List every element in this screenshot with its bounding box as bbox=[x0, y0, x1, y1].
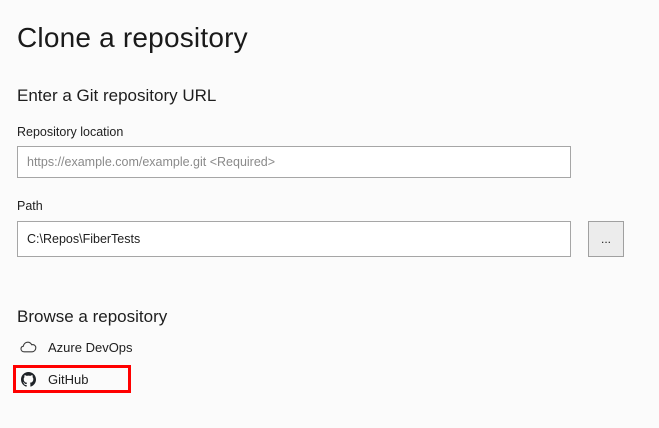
browse-path-button[interactable]: ... bbox=[588, 221, 624, 257]
url-section-heading: Enter a Git repository URL bbox=[17, 86, 217, 105]
browse-item-label: Azure DevOps bbox=[48, 339, 133, 355]
browse-section-heading: Browse a repository bbox=[17, 307, 168, 326]
browse-item-azure-devops[interactable]: Azure DevOps bbox=[20, 337, 133, 357]
azure-devops-cloud-icon bbox=[20, 339, 37, 356]
page-title: Clone a repository bbox=[17, 22, 248, 53]
github-icon bbox=[20, 371, 37, 388]
path-input[interactable] bbox=[17, 221, 571, 257]
path-label: Path bbox=[17, 199, 43, 213]
browse-item-label: GitHub bbox=[48, 371, 89, 387]
repository-location-input[interactable] bbox=[17, 146, 571, 178]
browse-item-github[interactable]: GitHub bbox=[13, 365, 131, 393]
repository-location-label: Repository location bbox=[17, 125, 124, 139]
